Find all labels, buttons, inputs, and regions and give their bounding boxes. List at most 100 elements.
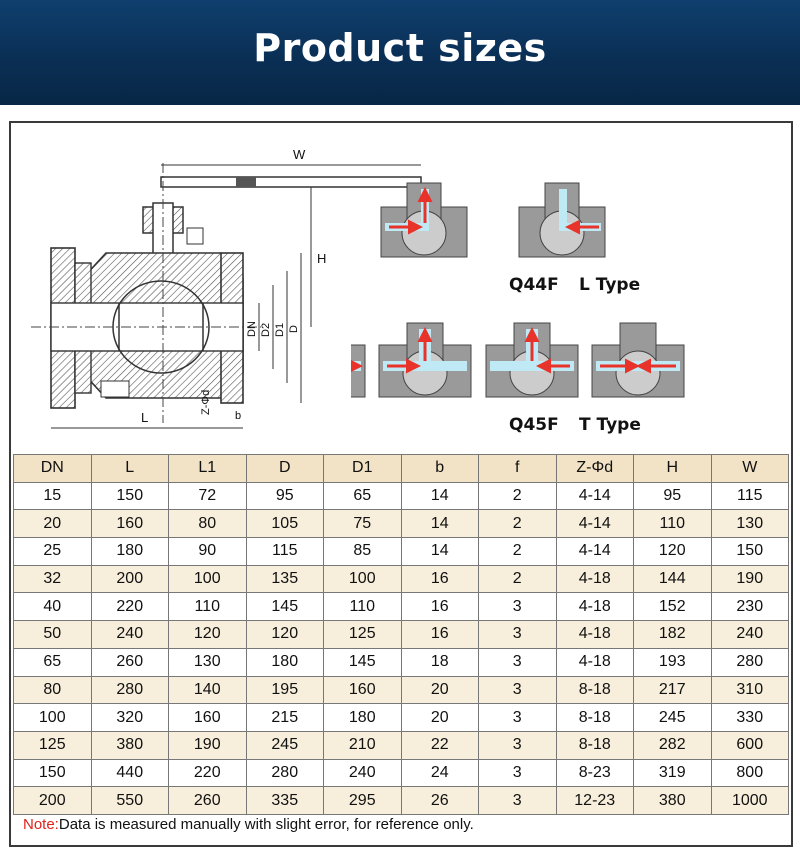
dim-d2-label: D2 <box>260 323 272 337</box>
table-cell: 75 <box>323 509 402 539</box>
table-cell: 14 <box>400 537 479 566</box>
table-cell: 210 <box>323 730 402 760</box>
dim-l-label: L <box>141 410 148 425</box>
col-header-b: b <box>400 454 479 483</box>
table-cell: 8-18 <box>555 730 634 760</box>
q45f-valve-1 <box>351 344 366 398</box>
table-cell: 4-18 <box>555 647 634 677</box>
col-header-f: f <box>478 454 557 483</box>
dim-d-label: D <box>288 325 300 333</box>
note-text: Data is measured manually with slight er… <box>58 816 474 833</box>
table-cell: 72 <box>168 481 247 511</box>
table-cell: 380 <box>90 730 169 760</box>
table-cell: 2 <box>478 509 557 539</box>
table-cell: 550 <box>90 786 169 815</box>
table-cell: 65 <box>13 647 92 677</box>
table-cell: 280 <box>710 647 789 677</box>
dim-z-label: Z-Φd <box>200 390 212 415</box>
table-cell: 4-14 <box>555 537 634 566</box>
table-cell: 145 <box>245 592 324 622</box>
table-cell: 20 <box>400 675 479 705</box>
table-cell: 280 <box>90 675 169 705</box>
spec-sheet-frame: W H L DN D2 D1 D b Z-Φd <box>9 121 793 847</box>
table-cell: 14 <box>400 481 479 511</box>
table-cell: 182 <box>633 620 712 649</box>
dim-dn-label: DN <box>246 321 258 337</box>
table-cell: 4-14 <box>555 481 634 511</box>
table-cell: 110 <box>633 509 712 539</box>
table-cell: 16 <box>400 620 479 649</box>
q44f-model-label: Q44F <box>509 275 559 295</box>
table-cell: 135 <box>245 564 324 594</box>
valve-figure: W H L DN D2 D1 D b Z-Φd <box>11 123 791 453</box>
table-cell: 2 <box>478 564 557 594</box>
table-cell: 3 <box>478 703 557 732</box>
table-cell: 80 <box>168 509 247 539</box>
table-cell: 280 <box>245 758 324 788</box>
table-cell: 600 <box>710 730 789 760</box>
table-cell: 380 <box>633 786 712 815</box>
table-cell: 310 <box>710 675 789 705</box>
table-cell: 22 <box>400 730 479 760</box>
table-cell: 4-18 <box>555 620 634 649</box>
table-cell: 220 <box>90 592 169 622</box>
col-header-l: L <box>90 454 169 483</box>
table-cell: 217 <box>633 675 712 705</box>
table-cell: 3 <box>478 620 557 649</box>
q45f-valve-4 <box>591 322 685 398</box>
col-header-dn: DN <box>13 454 92 483</box>
table-cell: 110 <box>168 592 247 622</box>
table-cell: 125 <box>13 730 92 760</box>
table-cell: 245 <box>633 703 712 732</box>
table-cell: 160 <box>168 703 247 732</box>
table-cell: 800 <box>710 758 789 788</box>
table-cell: 3 <box>478 647 557 677</box>
table-cell: 180 <box>245 647 324 677</box>
table-cell: 3 <box>478 786 557 815</box>
table-cell: 125 <box>323 620 402 649</box>
table-cell: 95 <box>245 481 324 511</box>
col-header-w: W <box>710 454 789 483</box>
table-cell: 100 <box>168 564 247 594</box>
table-cell: 2 <box>478 537 557 566</box>
table-cell: 195 <box>245 675 324 705</box>
table-cell: 3 <box>478 730 557 760</box>
table-header-row: DN L L1 D D1 b f Z-Φd H W <box>13 454 789 483</box>
q44f-valve-2 <box>518 182 606 258</box>
table-cell: 16 <box>400 592 479 622</box>
table-cell: 120 <box>633 537 712 566</box>
table-cell: 180 <box>90 537 169 566</box>
table-cell: 295 <box>323 786 402 815</box>
table-cell: 1000 <box>710 786 789 815</box>
table-cell: 145 <box>323 647 402 677</box>
table-cell: 190 <box>168 730 247 760</box>
table-cell: 150 <box>90 481 169 511</box>
table-cell: 230 <box>710 592 789 622</box>
table-cell: 200 <box>13 786 92 815</box>
table-cell: 105 <box>245 509 324 539</box>
table-cell: 12-23 <box>555 786 634 815</box>
dim-w-label: W <box>293 147 306 162</box>
table-cell: 160 <box>90 509 169 539</box>
table-cell: 20 <box>400 703 479 732</box>
table-cell: 160 <box>323 675 402 705</box>
table-cell: 40 <box>13 592 92 622</box>
table-cell: 220 <box>168 758 247 788</box>
q45f-valve-2 <box>378 322 472 398</box>
table-cell: 32 <box>13 564 92 594</box>
table-cell: 193 <box>633 647 712 677</box>
q45f-valve-3 <box>485 322 579 398</box>
table-cell: 152 <box>633 592 712 622</box>
footnote: Note:Data is measured manually with slig… <box>23 816 474 833</box>
table-cell: 14 <box>400 509 479 539</box>
table-cell: 26 <box>400 786 479 815</box>
table-cell: 120 <box>168 620 247 649</box>
table-cell: 245 <box>245 730 324 760</box>
note-label: Note: <box>23 816 59 833</box>
col-header-l1: L1 <box>168 454 247 483</box>
